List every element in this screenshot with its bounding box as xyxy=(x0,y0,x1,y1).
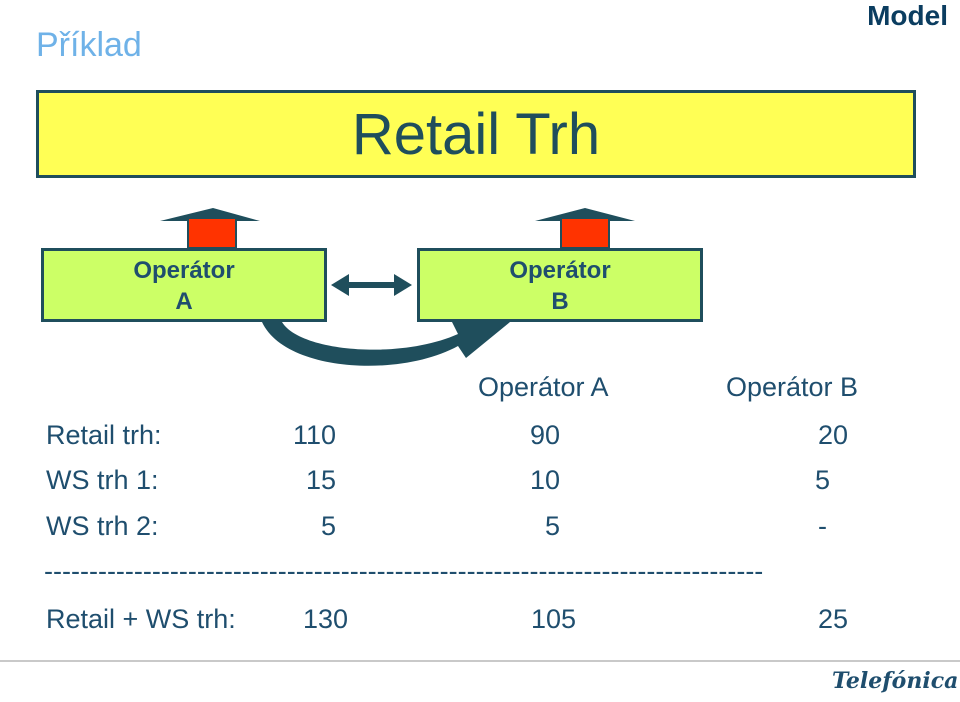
footer-divider xyxy=(0,660,960,662)
row-label: WS trh 2: xyxy=(46,511,159,541)
operator-a-box: Operátor A xyxy=(41,248,327,322)
telefonica-logo: Telefónica xyxy=(832,668,959,694)
up-arrow-a-icon xyxy=(160,208,260,249)
total-row-operator-b: 25 xyxy=(817,604,848,634)
total-row-total: 130 xyxy=(302,604,348,634)
row-total: 5 xyxy=(320,511,336,541)
row-label: Retail trh: xyxy=(46,420,162,450)
model-label: Model xyxy=(867,0,948,31)
operator-b-label-line2: B xyxy=(551,288,569,315)
slide-title: Příklad xyxy=(36,26,142,64)
operator-b-box: Operátor B xyxy=(417,248,703,322)
row-operator-b: 5 xyxy=(814,465,830,495)
column-header-operator-a: Operátor A xyxy=(478,372,609,402)
operator-a-label-line2: A xyxy=(175,288,193,315)
row-operator-a: 5 xyxy=(544,511,560,541)
curved-arrow-icon xyxy=(262,322,510,366)
row-total: 110 xyxy=(292,420,336,450)
row-operator-a: 90 xyxy=(529,420,560,450)
row-operator-b: 20 xyxy=(817,420,848,450)
row-operator-a: 10 xyxy=(529,465,560,495)
total-row-operator-a: 105 xyxy=(530,604,576,634)
double-arrow-icon xyxy=(331,274,412,296)
operator-a-label-line1: Operátor xyxy=(133,257,235,284)
row-label: WS trh 1: xyxy=(46,465,159,495)
total-row-label: Retail + WS trh: xyxy=(46,604,236,634)
up-arrow-b-icon xyxy=(535,208,635,249)
retail-market-box: Retail Trh xyxy=(36,90,916,178)
column-header-operator-b: Operátor B xyxy=(726,372,859,402)
operator-b-label-line1: Operátor xyxy=(509,257,611,284)
row-operator-b: - xyxy=(818,511,827,541)
retail-market-label: Retail Trh xyxy=(351,102,601,167)
row-total: 15 xyxy=(305,465,336,495)
table-divider: ----------------------------------------… xyxy=(44,556,764,586)
